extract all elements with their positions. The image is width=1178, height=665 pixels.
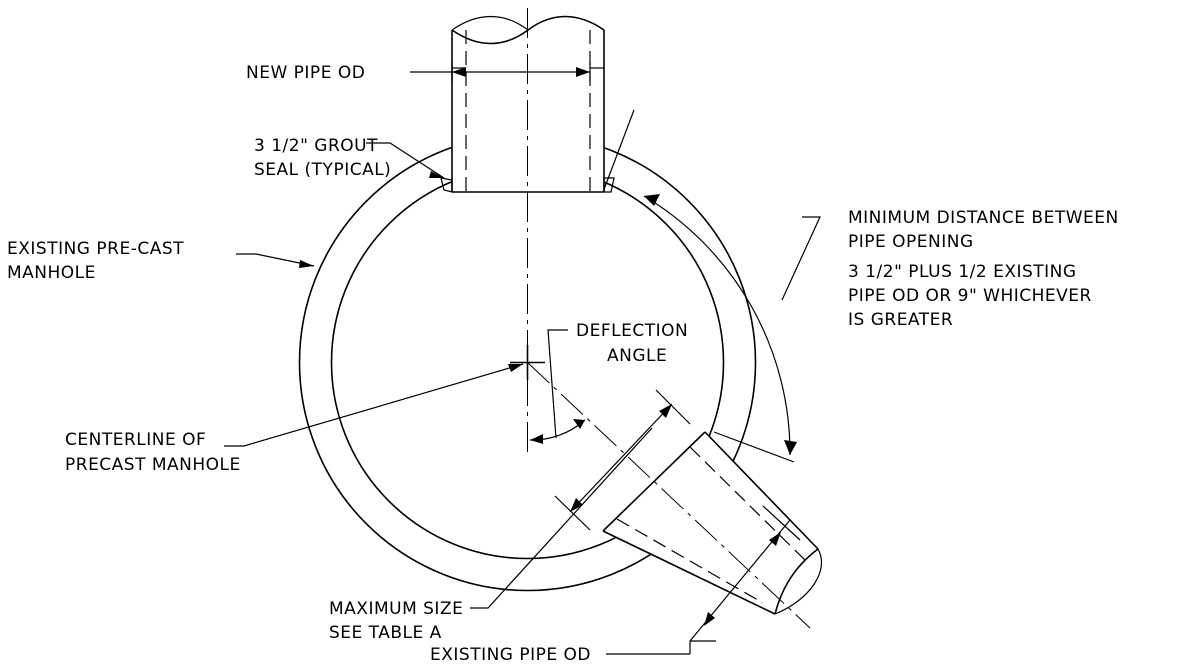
label-min-distance-line3: 3 1/2" PLUS 1/2 EXISTING [848, 262, 1077, 282]
label-centerline-line1: CENTERLINE OF [65, 430, 206, 450]
existing-manhole-leader [236, 253, 315, 268]
label-existing-manhole-line1: EXISTING PRE-CAST [7, 239, 184, 259]
minimum-distance-dimension [602, 109, 821, 463]
existing-pipe [602, 431, 823, 615]
label-grout-line2: SEAL (TYPICAL) [254, 160, 391, 180]
grout-leader [366, 142, 445, 179]
label-min-distance-line2: PIPE OPENING [848, 232, 974, 252]
label-min-distance-line5: IS GREATER [848, 310, 953, 330]
label-centerline-line2: PRECAST MANHOLE [65, 455, 241, 475]
deflection-angle-dimension [529, 329, 586, 444]
maximum-size-dimension [470, 389, 691, 609]
label-deflection-line2: ANGLE [607, 346, 667, 366]
label-min-distance-line1: MINIMUM DISTANCE BETWEEN [848, 208, 1119, 228]
new-pipe-od-dimension [410, 62, 591, 82]
centerline-leader [224, 363, 524, 447]
label-existing-pipe-od: EXISTING PIPE OD [430, 645, 591, 665]
label-max-size-line2: SEE TABLE A [329, 623, 442, 643]
grout-seal-left [440, 177, 453, 193]
grout-seal-right [603, 177, 615, 193]
existing-pipe-centerline [527, 362, 811, 629]
label-deflection-line1: DEFLECTION [576, 321, 688, 341]
label-new-pipe-od: NEW PIPE OD [246, 63, 365, 83]
existing-pipe-od-dimension [689, 505, 801, 642]
label-grout-line1: 3 1/2" GROUT [254, 136, 378, 156]
label-min-distance-line4: PIPE OD OR 9" WHICHEVER [848, 286, 1092, 306]
label-existing-manhole-line2: MANHOLE [7, 263, 96, 283]
label-max-size-line1: MAXIMUM SIZE [329, 599, 463, 619]
